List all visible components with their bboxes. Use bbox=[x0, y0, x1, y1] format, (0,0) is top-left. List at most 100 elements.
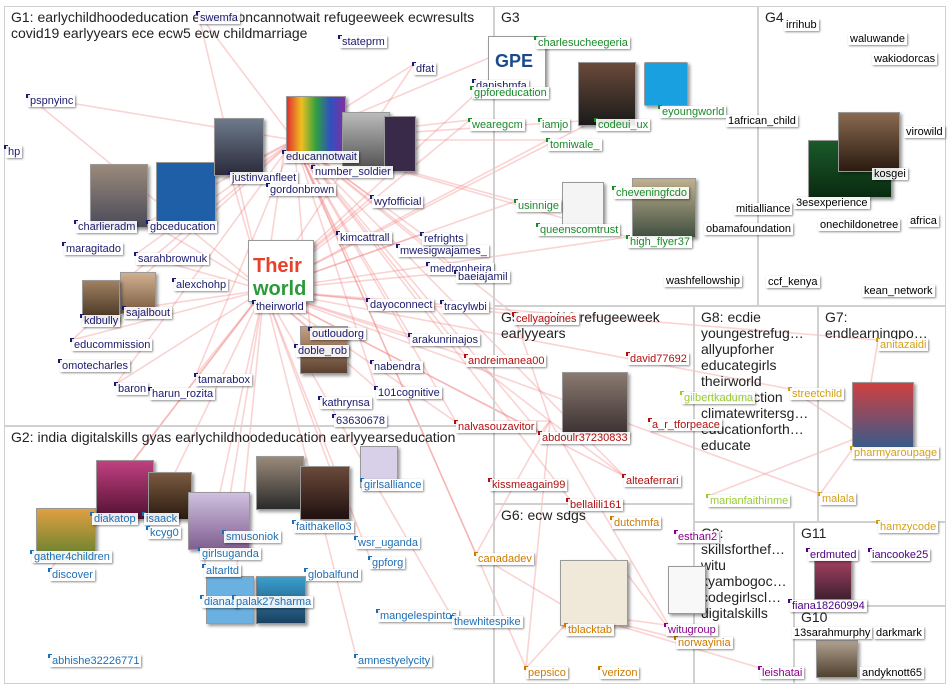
node-label-educannotwait[interactable]: educannotwait bbox=[284, 151, 359, 163]
node-label-pspnyinc[interactable]: pspnyinc bbox=[28, 95, 76, 107]
node-label-gilbertkaduma[interactable]: gilbertkaduma bbox=[682, 392, 756, 404]
node-label-wakiodorcas[interactable]: wakiodorcas bbox=[872, 53, 938, 65]
node-label-virowild[interactable]: virowild bbox=[904, 126, 945, 138]
node-label-doble_rob[interactable]: doble_rob bbox=[296, 345, 349, 357]
node-label-abhishe32226771[interactable]: abhishe32226771 bbox=[50, 655, 142, 667]
node-label-tracylwbi[interactable]: tracylwbi bbox=[442, 301, 489, 313]
node-label-gordonbrown[interactable]: gordonbrown bbox=[268, 184, 337, 196]
node-label-marianfaithinme[interactable]: marianfaithinme bbox=[708, 495, 791, 507]
node-label-globalfund[interactable]: globalfund bbox=[306, 569, 361, 581]
node-label-iancooke25[interactable]: iancooke25 bbox=[870, 549, 931, 561]
node-label-wsr_uganda[interactable]: wsr_uganda bbox=[356, 537, 420, 549]
node-label-number_soldier[interactable]: number_soldier bbox=[313, 166, 393, 178]
node-label-thewhitespike[interactable]: thewhitespike bbox=[452, 616, 523, 628]
node-label-63630678[interactable]: 63630678 bbox=[334, 415, 387, 427]
node-label-cellyagoines[interactable]: cellyagoines bbox=[514, 313, 579, 325]
node-label-swemfa[interactable]: swemfa bbox=[198, 12, 240, 24]
node-label-africa[interactable]: africa bbox=[908, 215, 939, 227]
node-label-bellalili161[interactable]: bellalili161 bbox=[568, 499, 624, 511]
node-label-david77692[interactable]: david77692 bbox=[628, 353, 689, 365]
node-label-a_r_tforpeace[interactable]: a_r_tforpeace bbox=[650, 419, 722, 431]
node-label-darkmark[interactable]: darkmark bbox=[874, 627, 924, 639]
node-label-stateprm[interactable]: stateprm bbox=[340, 36, 387, 48]
node-label-gather4children[interactable]: gather4children bbox=[32, 551, 112, 563]
node-label-kcyg0[interactable]: kcyg0 bbox=[148, 527, 181, 539]
node-label-washfellowship[interactable]: washfellowship bbox=[664, 275, 742, 287]
node-label-gpforeducation[interactable]: gpforeducation bbox=[472, 87, 549, 99]
node-label-queenscomtrust[interactable]: queenscomtrust bbox=[538, 224, 621, 236]
node-label-canadadev[interactable]: canadadev bbox=[476, 553, 534, 565]
node-label-kdbully[interactable]: kdbully bbox=[82, 315, 121, 327]
node-label-101cognitive[interactable]: 101cognitive bbox=[376, 387, 442, 399]
node-label-pharmyaroupage[interactable]: pharmyaroupage bbox=[852, 447, 940, 459]
node-label-arakunrinajos[interactable]: arakunrinajos bbox=[410, 334, 481, 346]
node-label-mwesigwajames_[interactable]: mwesigwajames_ bbox=[398, 245, 489, 257]
node-label-diakatop[interactable]: diakatop bbox=[92, 513, 138, 525]
node-label-nalvasouzavitor[interactable]: nalvasouzavitor bbox=[456, 421, 537, 433]
node-label-tamarabox[interactable]: tamarabox bbox=[196, 374, 252, 386]
node-label-dayoconnect[interactable]: dayoconnect bbox=[368, 299, 435, 311]
node-label-norwayinia[interactable]: norwayinia bbox=[676, 637, 733, 649]
node-label-witugroup[interactable]: witugroup bbox=[666, 624, 718, 636]
node-label-tomiwale_[interactable]: tomiwale_ bbox=[548, 139, 602, 151]
node-label-girlsalliance[interactable]: girlsalliance bbox=[362, 479, 424, 491]
node-label-usinnige[interactable]: usinnige bbox=[516, 200, 561, 212]
node-label-verizon[interactable]: verizon bbox=[600, 667, 640, 679]
node-label-13sarahmurphy[interactable]: 13sarahmurphy bbox=[792, 627, 873, 639]
node-label-codeui_ux[interactable]: codeui_ux bbox=[596, 119, 651, 131]
node-label-obamafoundation[interactable]: obamafoundation bbox=[704, 223, 794, 235]
node-label-maragitado[interactable]: maragitado bbox=[64, 243, 124, 255]
node-label-andyknott65[interactable]: andyknott65 bbox=[860, 667, 924, 679]
node-label-refrights[interactable]: refrights bbox=[422, 233, 466, 245]
node-label-onechildonetree[interactable]: onechildonetree bbox=[818, 219, 901, 231]
node-label-educommission[interactable]: educommission bbox=[72, 339, 153, 351]
node-label-girlsuganda[interactable]: girlsuganda bbox=[200, 548, 261, 560]
node-label-discover[interactable]: discover bbox=[50, 569, 95, 581]
node-label-baron[interactable]: baron bbox=[116, 383, 149, 395]
node-label-altarltd[interactable]: altarltd bbox=[204, 565, 242, 577]
node-label-justinvanfleet[interactable]: justinvanfleet bbox=[230, 172, 299, 184]
node-label-malala[interactable]: malala bbox=[820, 493, 857, 505]
node-label-alteaferrari[interactable]: alteaferrari bbox=[624, 475, 681, 487]
node-label-kathrynsa[interactable]: kathrynsa bbox=[320, 397, 372, 409]
node-label-outloudorg[interactable]: outloudorg bbox=[310, 328, 366, 340]
node-label-kissmeagain99[interactable]: kissmeagain99 bbox=[490, 479, 568, 491]
node-label-erdmuted[interactable]: erdmuted bbox=[808, 549, 859, 561]
node-label-charlesucheegeria[interactable]: charlesucheegeria bbox=[536, 37, 630, 49]
node-label-andreimanea00[interactable]: andreimanea00 bbox=[466, 355, 547, 367]
node-label-omotecharles[interactable]: omotecharles bbox=[60, 360, 131, 372]
node-label-3esexperience[interactable]: 3esexperience bbox=[794, 197, 870, 209]
node-label-dianaa[interactable]: dianaa bbox=[202, 596, 240, 608]
node-label-leishatai[interactable]: leishatai bbox=[760, 667, 805, 679]
node-label-irrihub[interactable]: irrihub bbox=[784, 19, 819, 31]
node-label-high_flyer37[interactable]: high_flyer37 bbox=[628, 236, 692, 248]
node-label-eyoungworld[interactable]: eyoungworld bbox=[660, 106, 727, 118]
node-label-kimcattrall[interactable]: kimcattrall bbox=[338, 232, 392, 244]
node-label-baeiajamil[interactable]: baeiajamil bbox=[456, 271, 510, 283]
node-label-sarahbrownuk[interactable]: sarahbrownuk bbox=[136, 253, 210, 265]
node-label-harun_rozita[interactable]: harun_rozita bbox=[150, 388, 216, 400]
node-label-charlieradm[interactable]: charlieradm bbox=[76, 221, 138, 233]
node-label-abdoulr37230833[interactable]: abdoulr37230833 bbox=[540, 432, 630, 444]
node-label-smusoniok[interactable]: smusoniok bbox=[224, 531, 281, 543]
node-label-mitialliance[interactable]: mitialliance bbox=[734, 203, 793, 215]
node-label-wyfofficial[interactable]: wyfofficial bbox=[372, 196, 424, 208]
node-label-waluwande[interactable]: waluwande bbox=[848, 33, 908, 45]
node-label-ccf_kenya[interactable]: ccf_kenya bbox=[766, 276, 820, 288]
node-label-cheveningfcdo[interactable]: cheveningfcdo bbox=[614, 187, 689, 199]
node-label-faithakello3[interactable]: faithakello3 bbox=[294, 521, 354, 533]
node-label-dutchmfa[interactable]: dutchmfa bbox=[612, 517, 662, 529]
node-label-1african_child[interactable]: 1african_child bbox=[726, 115, 798, 127]
node-label-pepsico[interactable]: pepsico bbox=[526, 667, 568, 679]
node-label-kean_network[interactable]: kean_network bbox=[862, 285, 935, 297]
node-label-sajalbout[interactable]: sajalbout bbox=[124, 307, 173, 319]
node-label-theirworld[interactable]: theirworld bbox=[254, 301, 306, 313]
node-label-nabendra[interactable]: nabendra bbox=[372, 361, 423, 373]
node-label-streetchild[interactable]: streetchild bbox=[790, 388, 845, 400]
node-label-esthan2[interactable]: esthan2 bbox=[676, 531, 720, 543]
node-label-anitazaidi[interactable]: anitazaidi bbox=[878, 339, 929, 351]
node-label-amnestyelycity[interactable]: amnestyelycity bbox=[356, 655, 433, 667]
node-label-kosgei[interactable]: kosgei bbox=[872, 168, 908, 180]
node-label-hamzycode[interactable]: hamzycode bbox=[878, 521, 939, 533]
node-label-tblacktab[interactable]: tblacktab bbox=[566, 624, 615, 636]
